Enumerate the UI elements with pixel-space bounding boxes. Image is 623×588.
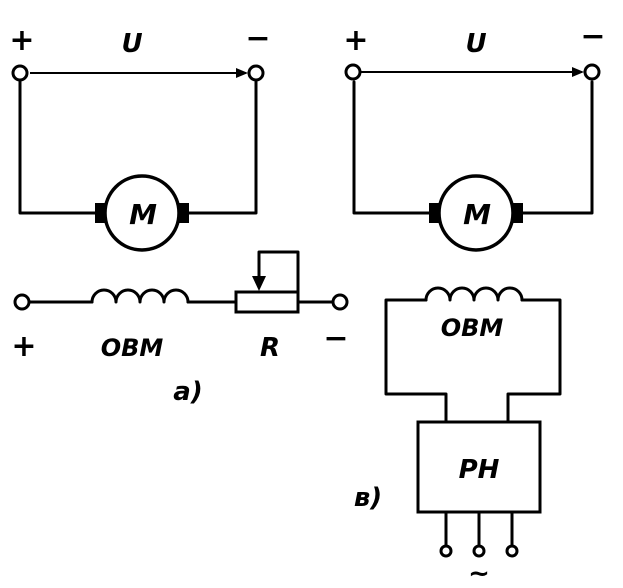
wire-left-b [352, 80, 432, 215]
field-winding-coil-a [90, 288, 190, 304]
wire-right-a [186, 80, 258, 215]
wire-right-b [520, 80, 594, 215]
field-plus-sign-a: + [11, 329, 36, 364]
motor-label-b: M [463, 198, 491, 231]
voltage-label-a: U [121, 29, 142, 59]
field-terminal-minus-a [331, 293, 349, 311]
rheostat-a [234, 290, 300, 314]
voltage-label-b: U [465, 29, 486, 59]
field-winding-label-a: OBM [101, 334, 164, 362]
caption-a: a) [173, 377, 202, 407]
field-winding-label-b: OBM [441, 314, 504, 342]
wire-left-a [18, 80, 98, 215]
supply-terminal-minus-a [247, 64, 265, 82]
supply-minus-sign-b: − [580, 19, 605, 54]
field-wire-left-b [384, 298, 448, 424]
voltage-regulator-b [416, 420, 542, 514]
ac-terminal-2-b [472, 544, 486, 558]
rheostat-label-a: R [260, 333, 280, 363]
rheostat-slider-wire-a [257, 250, 300, 304]
ac-terminal-3-b [505, 544, 519, 558]
circuit-a: + − U M + − OBM R a) [9, 21, 348, 407]
rheostat-slider-arrow-a [252, 276, 266, 291]
supply-plus-sign-b: + [343, 23, 368, 58]
supply-terminal-plus-b [344, 63, 362, 81]
motor-label-a: M [129, 198, 157, 231]
supply-plus-sign-a: + [9, 23, 34, 58]
brush-left-b [429, 203, 439, 223]
supply-terminal-minus-b [583, 63, 601, 81]
field-minus-sign-a: − [323, 321, 348, 356]
supply-minus-sign-a: − [245, 21, 270, 56]
ac-symbol-b: ~ [468, 559, 490, 588]
brush-left-a [95, 203, 105, 223]
supply-terminal-plus-a [11, 64, 29, 82]
ac-terminal-1-b [439, 544, 453, 558]
brush-right-b [513, 203, 523, 223]
field-wire-right-b [506, 298, 562, 424]
caption-b: в) [354, 483, 382, 513]
field-winding-coil-b [424, 286, 524, 302]
brush-right-a [179, 203, 189, 223]
field-terminal-plus-a [13, 293, 31, 311]
regulator-label-b: PH [459, 455, 500, 485]
circuit-b: + − U M OBM PH ~ в) [343, 19, 605, 588]
